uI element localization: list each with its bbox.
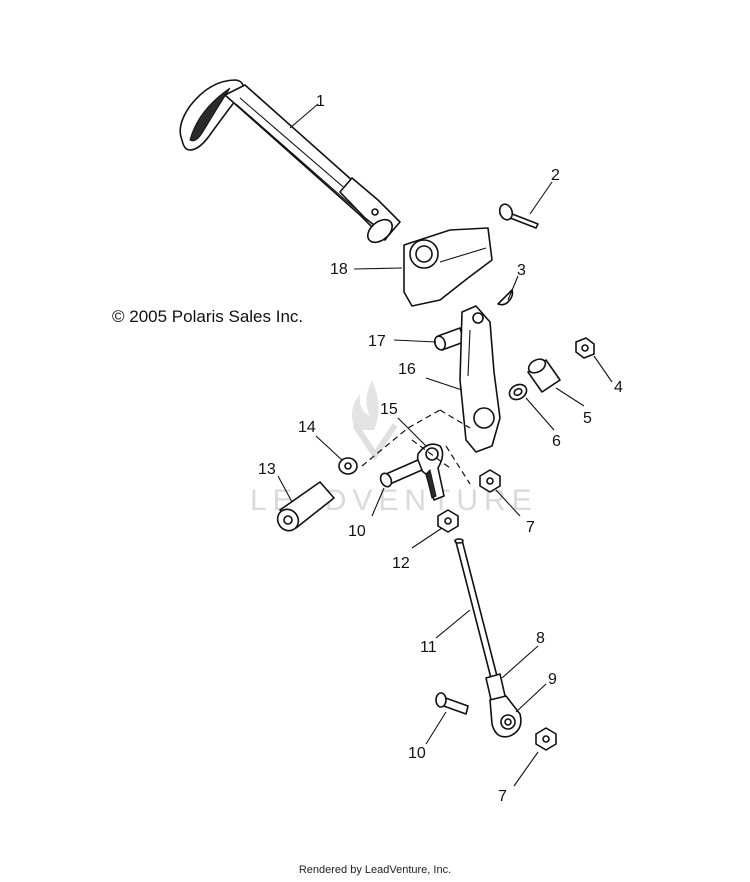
callout-8: 8 xyxy=(536,630,545,647)
callout-3: 3 xyxy=(517,262,526,279)
callout-4: 4 xyxy=(614,379,623,396)
callout-17: 17 xyxy=(368,333,386,350)
callout-10-upper: 10 xyxy=(348,523,366,540)
callout-7-lower: 7 xyxy=(498,788,507,805)
copyright-text: © 2005 Polaris Sales Inc. xyxy=(112,307,304,326)
part-5-bushing xyxy=(527,358,561,393)
callout-12: 12 xyxy=(392,555,410,572)
callout-numbers: 1 2 3 4 5 6 7 7 8 9 10 10 11 12 13 14 15… xyxy=(258,93,623,805)
callout-15: 15 xyxy=(380,401,398,418)
part-2-pin xyxy=(498,203,539,229)
callout-6: 6 xyxy=(552,433,561,450)
part-9-ball-joint xyxy=(489,695,522,738)
callout-2: 2 xyxy=(551,167,560,184)
part-11-rod xyxy=(454,538,499,683)
callout-14: 14 xyxy=(298,419,316,436)
assembly-dashed-lines xyxy=(361,409,471,485)
footer-text: Rendered by LeadVenture, Inc. xyxy=(298,864,452,876)
part-18-bracket xyxy=(403,227,493,307)
part-12-nut xyxy=(437,509,459,533)
callout-13: 13 xyxy=(258,461,276,478)
part-10-bolt-upper xyxy=(379,459,423,488)
part-3-clip xyxy=(497,289,514,306)
part-1-shift-lever xyxy=(179,79,401,244)
callout-5: 5 xyxy=(583,410,592,427)
callout-7-upper: 7 xyxy=(526,519,535,536)
part-10-bolt-lower xyxy=(435,692,469,715)
callout-9: 9 xyxy=(548,671,557,688)
part-7-nut-lower xyxy=(535,727,557,751)
callout-10-lower: 10 xyxy=(408,745,426,762)
callout-16: 16 xyxy=(398,361,416,378)
part-7-nut-upper xyxy=(479,469,501,493)
part-6-washer xyxy=(508,383,528,401)
part-4-nut xyxy=(575,337,595,359)
part-17-pin xyxy=(433,327,465,351)
part-16-plate xyxy=(459,305,501,453)
callout-11: 11 xyxy=(420,639,437,656)
leader-lines xyxy=(277,103,613,787)
callout-1: 1 xyxy=(316,93,325,110)
part-13-sleeve xyxy=(276,481,335,532)
callout-18: 18 xyxy=(330,261,348,278)
part-14-washer xyxy=(338,457,358,475)
